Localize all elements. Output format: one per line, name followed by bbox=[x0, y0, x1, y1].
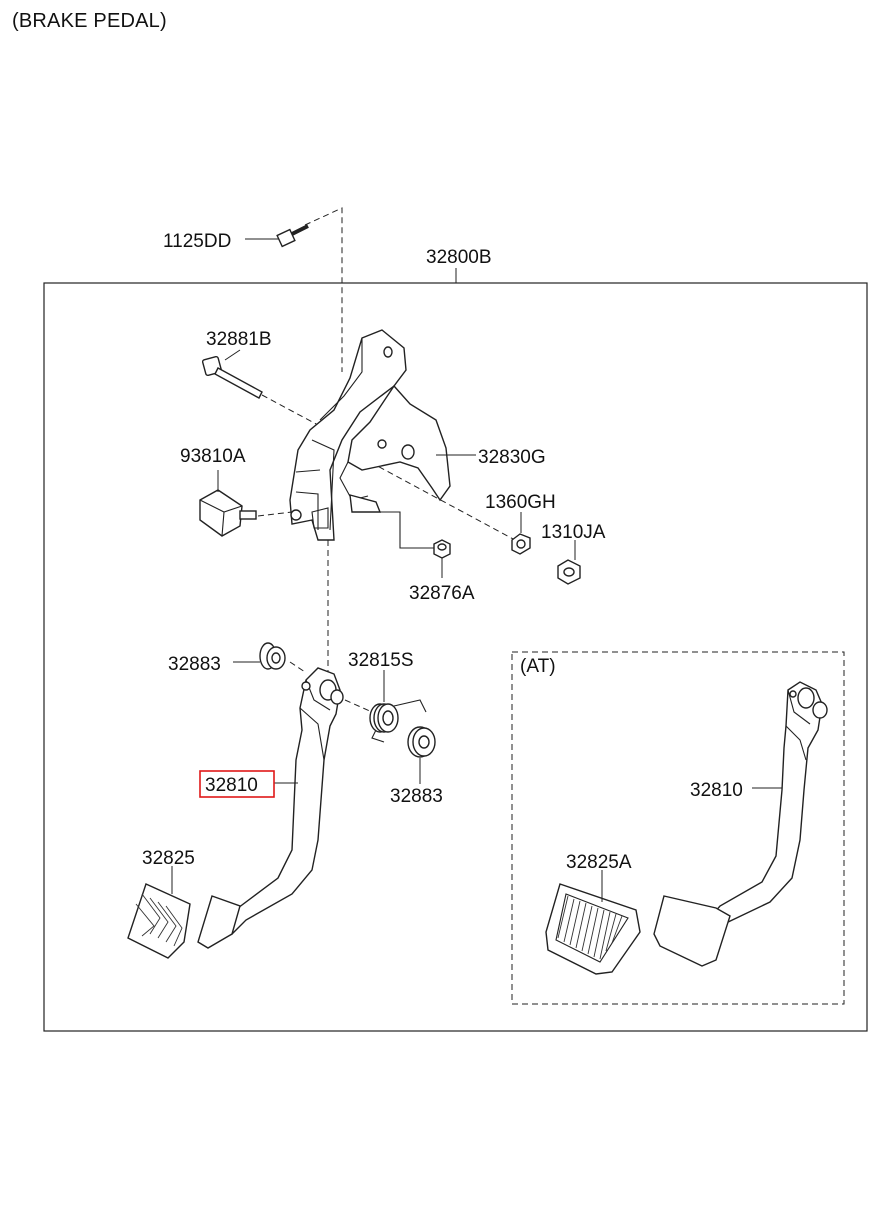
label-32810: 32810 bbox=[205, 775, 258, 796]
bolt-axis-line bbox=[261, 394, 319, 426]
at-frame bbox=[511, 651, 845, 1005]
label-1125dd: 1125DD bbox=[163, 231, 231, 252]
pivot-axis-line-2 bbox=[344, 699, 373, 713]
bolt-1125dd bbox=[245, 224, 309, 248]
page-title: (BRAKE PEDAL) bbox=[12, 10, 167, 32]
label-at-section: (AT) bbox=[520, 656, 556, 677]
label-32825: 32825 bbox=[142, 848, 195, 869]
pivot-axis-line bbox=[289, 661, 306, 673]
bushing-32883-left bbox=[233, 642, 286, 670]
label-1310ja: 1310JA bbox=[541, 522, 606, 543]
bushing-32883-right bbox=[407, 726, 436, 784]
label-93810a: 93810A bbox=[180, 446, 246, 467]
axis-line-top bbox=[304, 207, 343, 372]
label-32883-right: 32883 bbox=[390, 786, 443, 807]
pedal-pad-32825 bbox=[127, 866, 191, 959]
at-pedal-pad-32825a bbox=[545, 870, 641, 975]
brake-pedal-arm-32810 bbox=[197, 667, 344, 949]
highlight-box-32810 bbox=[199, 770, 275, 798]
pedal-bracket bbox=[289, 329, 451, 541]
return-spring-32815s bbox=[369, 670, 427, 743]
label-32800b: 32800B bbox=[426, 247, 492, 268]
bushing-32876a bbox=[374, 511, 451, 578]
nut-1310ja bbox=[557, 540, 581, 585]
bracket-bolt-axis-line bbox=[369, 461, 516, 541]
label-1360gh: 1360GH bbox=[485, 492, 556, 513]
label-32815s: 32815S bbox=[348, 650, 414, 671]
bolt-32881b bbox=[201, 349, 263, 399]
stop-lamp-switch-93810a bbox=[199, 470, 257, 537]
label-32881b: 32881B bbox=[206, 329, 272, 350]
label-at-pedal-32810: 32810 bbox=[690, 780, 743, 801]
label-32883-left: 32883 bbox=[168, 654, 221, 675]
nut-1360gh bbox=[511, 512, 531, 555]
label-at-pad-32825a: 32825A bbox=[566, 852, 632, 873]
at-pedal-arm-32810 bbox=[653, 681, 828, 967]
label-32830g: 32830G bbox=[478, 447, 546, 468]
label-32876a: 32876A bbox=[409, 583, 475, 604]
switch-axis-line bbox=[257, 511, 293, 517]
